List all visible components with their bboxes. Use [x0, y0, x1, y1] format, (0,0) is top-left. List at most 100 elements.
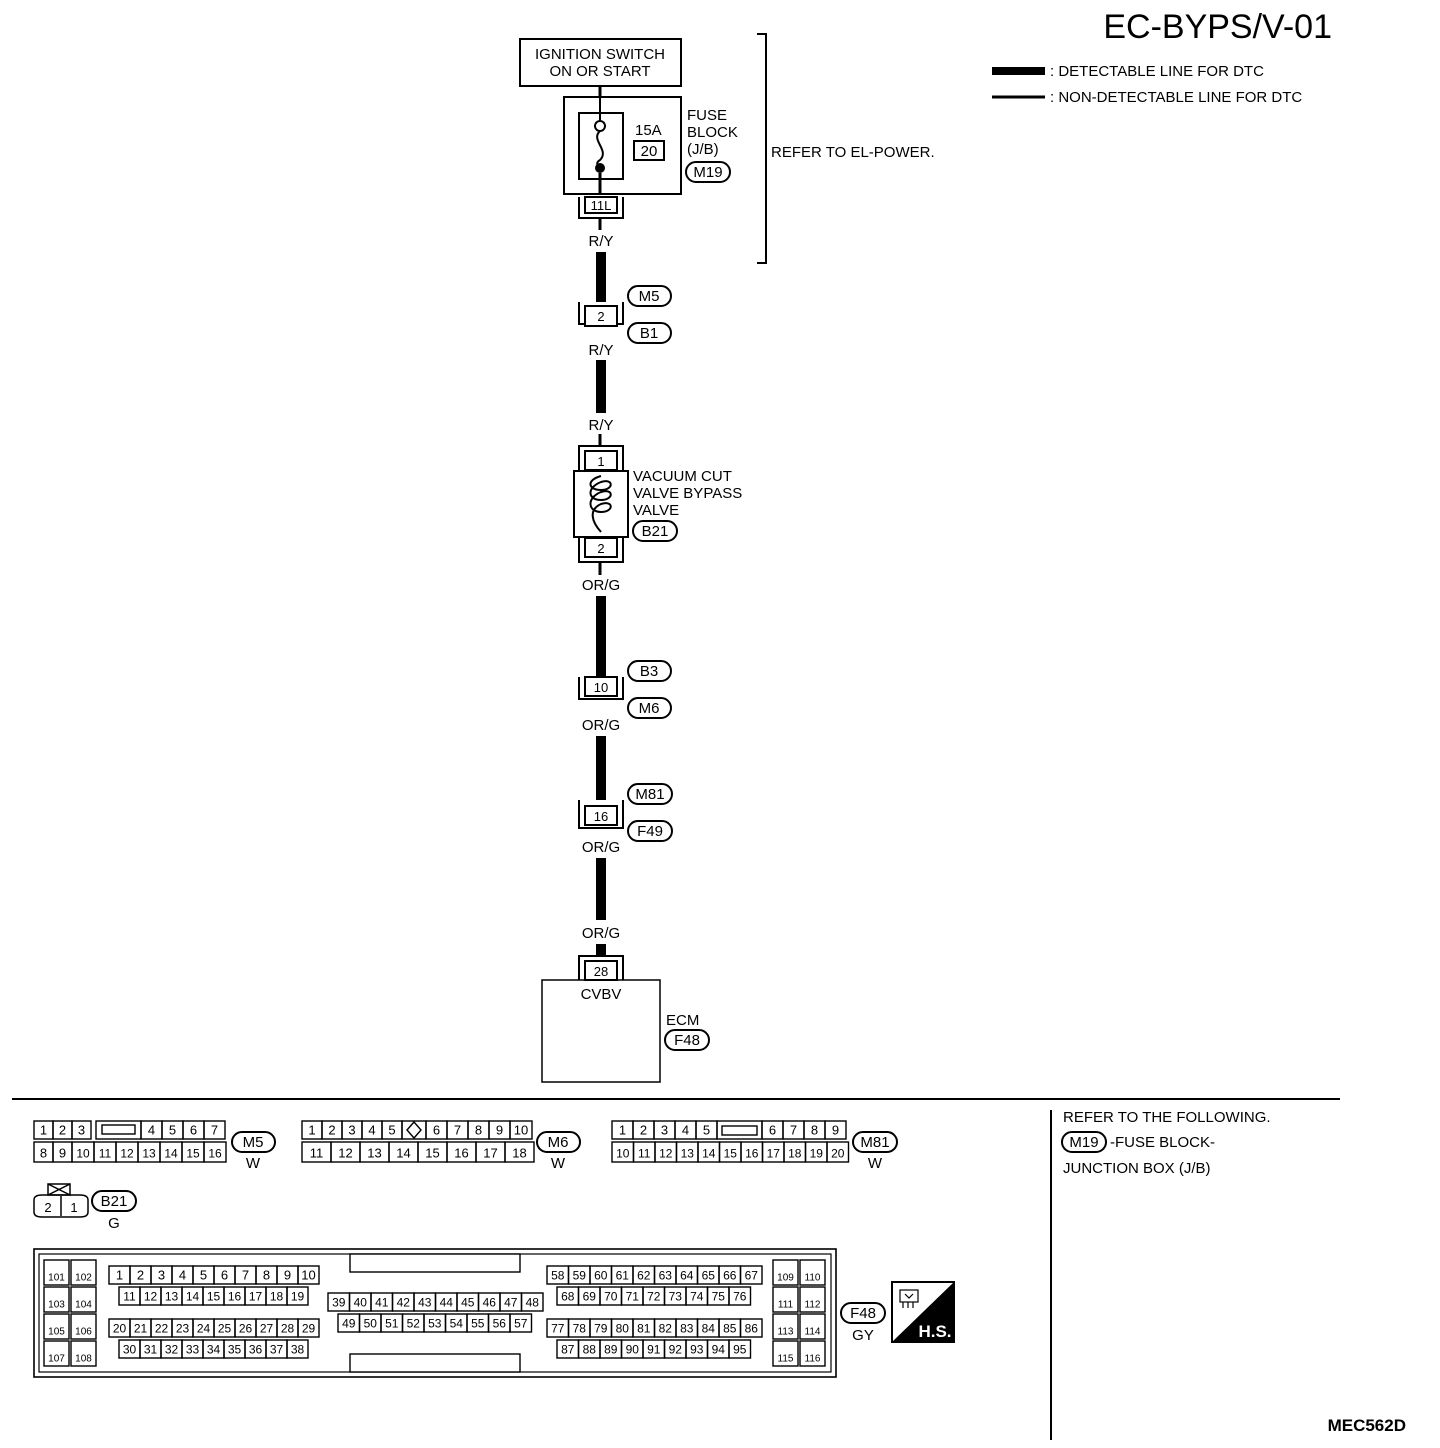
terminal-number: 26 — [239, 1322, 253, 1336]
terminal-number: 105 — [48, 1327, 65, 1338]
terminal-number: 7 — [790, 1123, 797, 1138]
wire-color-or-g-2: OR/G — [582, 717, 620, 734]
diagram-code: EC-BYPS/V-01 — [1103, 8, 1332, 46]
terminal-number: 84 — [702, 1322, 716, 1336]
terminal-number: 10 — [514, 1123, 528, 1138]
terminal-cell — [826, 1141, 850, 1163]
connector-m81-id: M81 — [860, 1134, 889, 1151]
terminal-number: 89 — [604, 1343, 618, 1357]
ecm-conn-badge — [664, 1029, 710, 1051]
terminal-number: 64 — [680, 1269, 694, 1283]
terminal-number: 3 — [158, 1268, 165, 1283]
terminal-cell — [297, 1265, 320, 1285]
terminal-number: 111 — [778, 1300, 794, 1311]
terminal-number: 12 — [120, 1147, 134, 1161]
terminal-number: 4 — [368, 1123, 375, 1138]
terminal-number: 6 — [769, 1123, 776, 1138]
connector-f48-badge — [840, 1302, 886, 1324]
terminal-cell — [739, 1265, 763, 1285]
terminal-number: 17 — [767, 1147, 781, 1161]
terminal-number: 35 — [228, 1343, 242, 1357]
terminal-number: 42 — [397, 1296, 411, 1310]
terminal-number: 8 — [263, 1268, 270, 1283]
terminal-number: 20 — [113, 1322, 127, 1336]
terminal-number: 11 — [310, 1146, 324, 1161]
fuse-block-box — [563, 96, 682, 195]
terminal-number: 15 — [207, 1290, 221, 1304]
terminal-number: 7 — [211, 1123, 218, 1138]
terminal-number: 114 — [805, 1327, 821, 1338]
terminal-number: 60 — [594, 1269, 608, 1283]
terminal-number: 15 — [425, 1146, 439, 1161]
joint-m81-id: M81 — [635, 786, 664, 803]
terminal-number: 61 — [616, 1269, 630, 1283]
terminal-number: 15 — [724, 1147, 738, 1161]
terminal-number: 30 — [123, 1343, 137, 1357]
terminal-number: 10 — [301, 1268, 315, 1283]
connector-f48-color: GY — [852, 1327, 874, 1344]
terminal-number: 9 — [496, 1123, 503, 1138]
terminal-cell — [799, 1259, 826, 1286]
terminal-number: 17 — [483, 1146, 497, 1161]
terminal-number: 57 — [514, 1317, 528, 1331]
fuse-terminal-bottom — [595, 163, 605, 173]
connector-plug-icon — [899, 1289, 919, 1308]
terminal-number: 41 — [375, 1296, 389, 1310]
terminal-cell — [203, 1141, 227, 1163]
terminal-number: 18 — [512, 1146, 526, 1161]
terminal-cell — [799, 1313, 826, 1340]
valve-label-2: VALVE BYPASS — [633, 485, 742, 502]
terminal-number: 58 — [551, 1269, 565, 1283]
terminal-number: 38 — [291, 1343, 305, 1357]
joint-m5-b1-pin: 2 — [597, 309, 604, 324]
connector-m5-id: M5 — [243, 1134, 264, 1151]
terminal-number: 65 — [702, 1269, 716, 1283]
connector-m81-badge — [852, 1131, 898, 1153]
fuse-rating: 15A — [635, 122, 662, 139]
terminal-cell — [772, 1340, 799, 1367]
terminal-cell — [504, 1141, 535, 1163]
connector-m6-badge — [536, 1131, 581, 1153]
terminal-number: 7 — [242, 1268, 249, 1283]
svg-text:2: 2 — [44, 1200, 51, 1215]
terminal-number: 91 — [647, 1343, 661, 1357]
terminal-cell — [43, 1286, 70, 1313]
terminal-number: 14 — [396, 1146, 410, 1161]
connector-b21-id: B21 — [101, 1193, 128, 1210]
wire-color-r-y-2: R/Y — [588, 342, 613, 359]
ecm-pin: 28 — [594, 964, 608, 979]
joint-f49-badge — [627, 820, 673, 842]
terminal-number: 21 — [134, 1322, 148, 1336]
terminal-number: 11 — [123, 1290, 136, 1304]
terminal-number: 109 — [777, 1273, 794, 1284]
terminal-number: 8 — [40, 1146, 47, 1161]
terminal-cell — [772, 1286, 799, 1313]
terminal-number: 27 — [260, 1322, 274, 1336]
valve-conn: B21 — [642, 523, 669, 540]
wire-color-r-y-1: R/Y — [588, 233, 613, 250]
fuse-number: 20 — [641, 143, 658, 160]
terminal-number: 69 — [583, 1290, 597, 1304]
terminal-cell — [728, 1339, 752, 1359]
joint-b3-badge — [627, 660, 672, 682]
terminal-number: 103 — [48, 1300, 65, 1311]
connector-b21-color: G — [108, 1215, 120, 1232]
terminal-number: 11 — [99, 1147, 112, 1161]
terminal-number: 106 — [75, 1327, 92, 1338]
terminal-number: 13 — [681, 1147, 695, 1161]
hs-badge: H.S. — [891, 1281, 955, 1343]
refer-conn-badge — [1061, 1131, 1107, 1153]
terminal-number: 62 — [637, 1269, 651, 1283]
terminal-number: 43 — [418, 1296, 432, 1310]
terminal-number: 108 — [75, 1354, 92, 1365]
joint-b1-badge — [627, 322, 672, 344]
terminal-cell — [520, 1292, 544, 1312]
terminal-number: 24 — [197, 1322, 211, 1336]
terminal-number: 4 — [682, 1123, 689, 1138]
terminal-number: 6 — [190, 1123, 197, 1138]
joint-m6-id: M6 — [639, 700, 660, 717]
ecm-label: ECM — [666, 1012, 699, 1029]
terminal-number: 73 — [669, 1290, 683, 1304]
svg-text:1: 1 — [70, 1200, 77, 1215]
